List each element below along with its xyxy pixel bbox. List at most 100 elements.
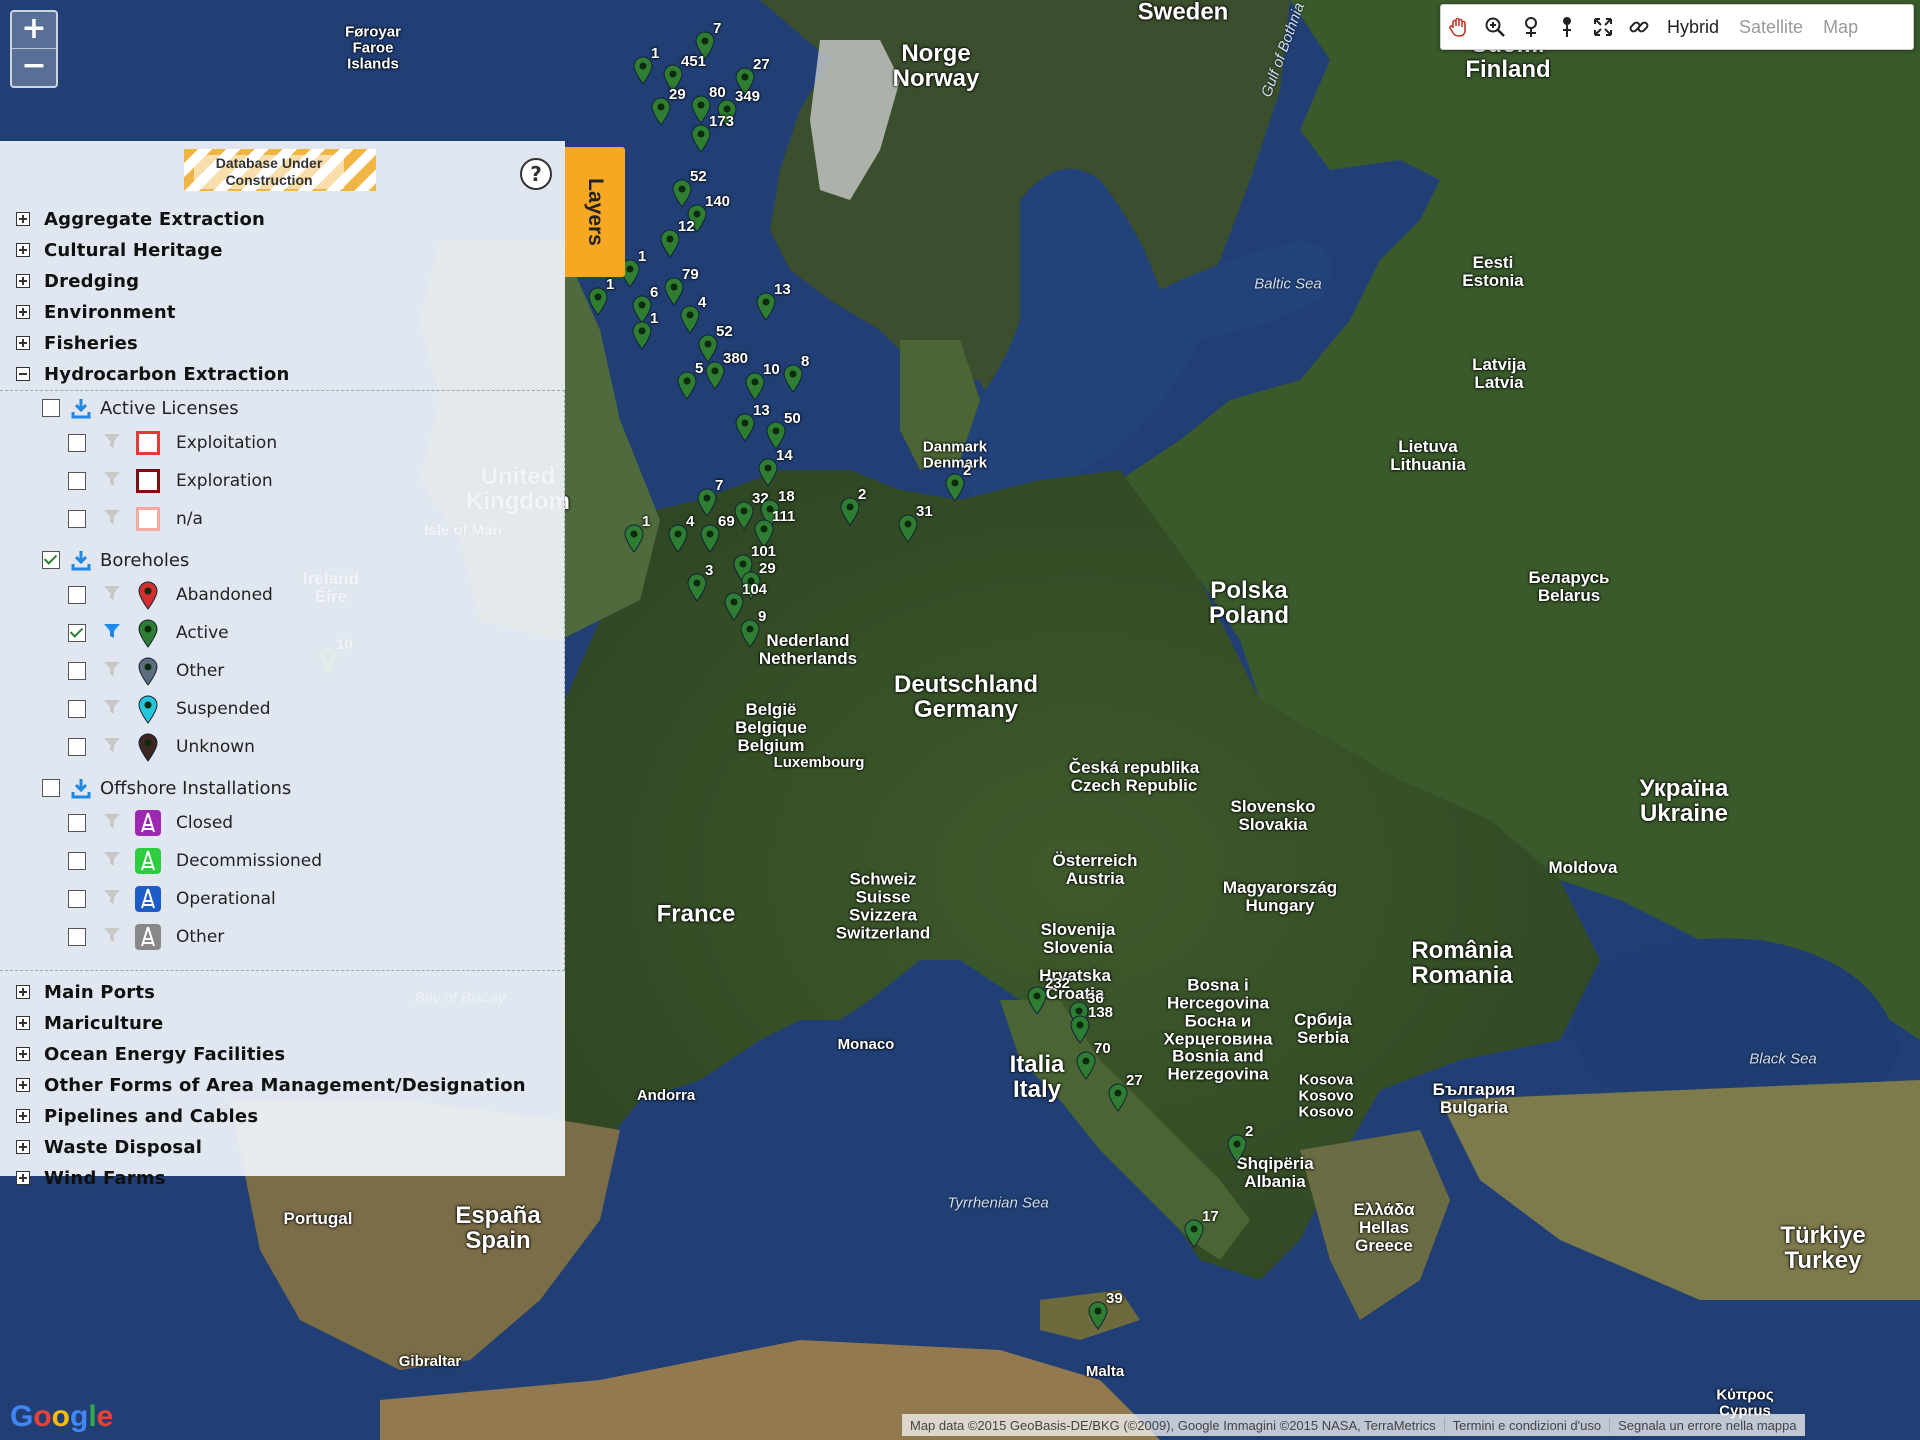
expand-icon[interactable]: [16, 1171, 30, 1185]
expand-icon[interactable]: [16, 1109, 30, 1123]
group-checkbox[interactable]: [42, 779, 60, 797]
borehole-marker[interactable]: 13: [734, 402, 770, 442]
layer-item[interactable]: Decommissioned: [68, 846, 322, 876]
group-checkbox[interactable]: [42, 551, 60, 569]
item-checkbox[interactable]: [68, 928, 86, 946]
layer-category[interactable]: Waste Disposal: [16, 1133, 202, 1161]
item-checkbox[interactable]: [68, 814, 86, 832]
google-logo[interactable]: Google: [10, 1400, 114, 1433]
layer-category[interactable]: Aggregate Extraction: [16, 205, 265, 233]
filter-icon[interactable]: [96, 697, 134, 721]
borehole-marker[interactable]: 111: [753, 508, 795, 548]
layer-category[interactable]: Pipelines and Cables: [16, 1102, 258, 1130]
borehole-marker[interactable]: 6: [631, 284, 658, 324]
filter-icon[interactable]: [96, 735, 134, 759]
layer-category[interactable]: Cultural Heritage: [16, 236, 223, 264]
item-checkbox[interactable]: [68, 472, 86, 490]
borehole-marker[interactable]: 39: [1087, 1290, 1123, 1330]
filter-icon[interactable]: [96, 621, 134, 645]
borehole-marker[interactable]: 1: [623, 513, 650, 553]
borehole-marker[interactable]: 2: [944, 462, 971, 502]
expand-icon[interactable]: [16, 985, 30, 999]
borehole-marker[interactable]: 2: [1226, 1123, 1253, 1163]
borehole-marker[interactable]: 8: [782, 353, 809, 393]
borehole-marker[interactable]: 4: [679, 294, 706, 334]
layer-item[interactable]: Operational: [68, 884, 276, 914]
borehole-marker[interactable]: 70: [1075, 1040, 1111, 1080]
borehole-marker[interactable]: 7: [694, 20, 721, 60]
borehole-marker[interactable]: 5: [676, 360, 703, 400]
filter-icon[interactable]: [96, 507, 134, 531]
filter-icon[interactable]: [96, 431, 134, 455]
layer-category[interactable]: Main Ports: [16, 978, 155, 1006]
borehole-marker[interactable]: 32: [733, 490, 769, 530]
filter-icon[interactable]: [96, 887, 134, 911]
item-checkbox[interactable]: [68, 586, 86, 604]
borehole-marker[interactable]: 52: [671, 168, 707, 208]
filter-icon[interactable]: [96, 659, 134, 683]
layer-group[interactable]: Offshore Installations: [42, 774, 291, 802]
filter-icon[interactable]: [96, 469, 134, 493]
borehole-marker[interactable]: 12: [659, 218, 695, 258]
expand-icon[interactable]: [16, 1047, 30, 1061]
borehole-marker[interactable]: 27: [734, 56, 770, 96]
item-checkbox[interactable]: [68, 738, 86, 756]
expand-icon[interactable]: [16, 1140, 30, 1154]
download-icon[interactable]: [70, 397, 92, 419]
borehole-marker[interactable]: 4: [667, 513, 694, 553]
item-checkbox[interactable]: [68, 434, 86, 452]
expand-icon[interactable]: [16, 305, 30, 319]
borehole-marker[interactable]: 173: [690, 113, 734, 153]
expand-icon[interactable]: [16, 1016, 30, 1030]
item-checkbox[interactable]: [68, 852, 86, 870]
borehole-marker[interactable]: 380: [704, 350, 748, 390]
group-checkbox[interactable]: [42, 399, 60, 417]
layer-item[interactable]: Suspended: [68, 694, 271, 724]
pin-icon[interactable]: [1513, 9, 1549, 45]
borehole-marker[interactable]: 50: [765, 410, 801, 450]
download-icon[interactable]: [70, 549, 92, 571]
filter-icon[interactable]: [96, 925, 134, 949]
zoom-in-button[interactable]: +: [12, 12, 56, 49]
borehole-marker[interactable]: 451: [662, 53, 706, 93]
layer-category[interactable]: Dredging: [16, 267, 139, 295]
item-checkbox[interactable]: [68, 510, 86, 528]
layer-category[interactable]: Environment: [16, 298, 176, 326]
borehole-marker[interactable]: 80: [690, 84, 726, 124]
borehole-marker[interactable]: 29: [650, 86, 686, 126]
layer-item[interactable]: Unknown: [68, 732, 255, 762]
item-checkbox[interactable]: [68, 624, 86, 642]
zoom-in-icon[interactable]: [1477, 9, 1513, 45]
layer-category[interactable]: Wind Farms: [16, 1164, 166, 1192]
expand-icon[interactable]: [16, 1078, 30, 1092]
zoom-out-button[interactable]: −: [21, 48, 47, 83]
fullscreen-icon[interactable]: [1585, 9, 1621, 45]
layer-category[interactable]: Mariculture: [16, 1009, 163, 1037]
layer-item[interactable]: Active: [68, 618, 229, 648]
borehole-marker[interactable]: 138: [1069, 1004, 1113, 1044]
map-type-satellite[interactable]: Satellite: [1739, 16, 1804, 37]
item-checkbox[interactable]: [68, 890, 86, 908]
borehole-marker[interactable]: 13: [755, 281, 791, 321]
borehole-marker[interactable]: 17: [1183, 1208, 1219, 1248]
borehole-marker[interactable]: 140: [686, 193, 730, 233]
borehole-marker[interactable]: 104: [723, 581, 767, 621]
borehole-marker[interactable]: 1: [632, 45, 659, 85]
borehole-marker[interactable]: 10: [744, 361, 780, 401]
layer-category[interactable]: Other Forms of Area Management/Designati…: [16, 1071, 526, 1099]
layer-item[interactable]: Closed: [68, 808, 233, 838]
borehole-marker[interactable]: 52: [697, 323, 733, 363]
pin-alt-icon[interactable]: [1549, 9, 1585, 45]
layer-item[interactable]: Exploitation: [68, 428, 277, 458]
layer-group[interactable]: Boreholes: [42, 546, 189, 574]
borehole-marker[interactable]: 3: [686, 562, 713, 602]
borehole-marker[interactable]: 31: [897, 503, 933, 543]
filter-icon[interactable]: [96, 849, 134, 873]
borehole-marker[interactable]: 14: [757, 447, 793, 487]
borehole-marker[interactable]: 29: [740, 560, 776, 600]
report-error-link[interactable]: Segnala un errore nella mappa: [1618, 1417, 1797, 1433]
borehole-marker[interactable]: 27: [1107, 1072, 1143, 1112]
help-icon[interactable]: ?: [520, 158, 552, 190]
borehole-marker[interactable]: 1: [631, 310, 658, 350]
layer-category[interactable]: Fisheries: [16, 329, 138, 357]
